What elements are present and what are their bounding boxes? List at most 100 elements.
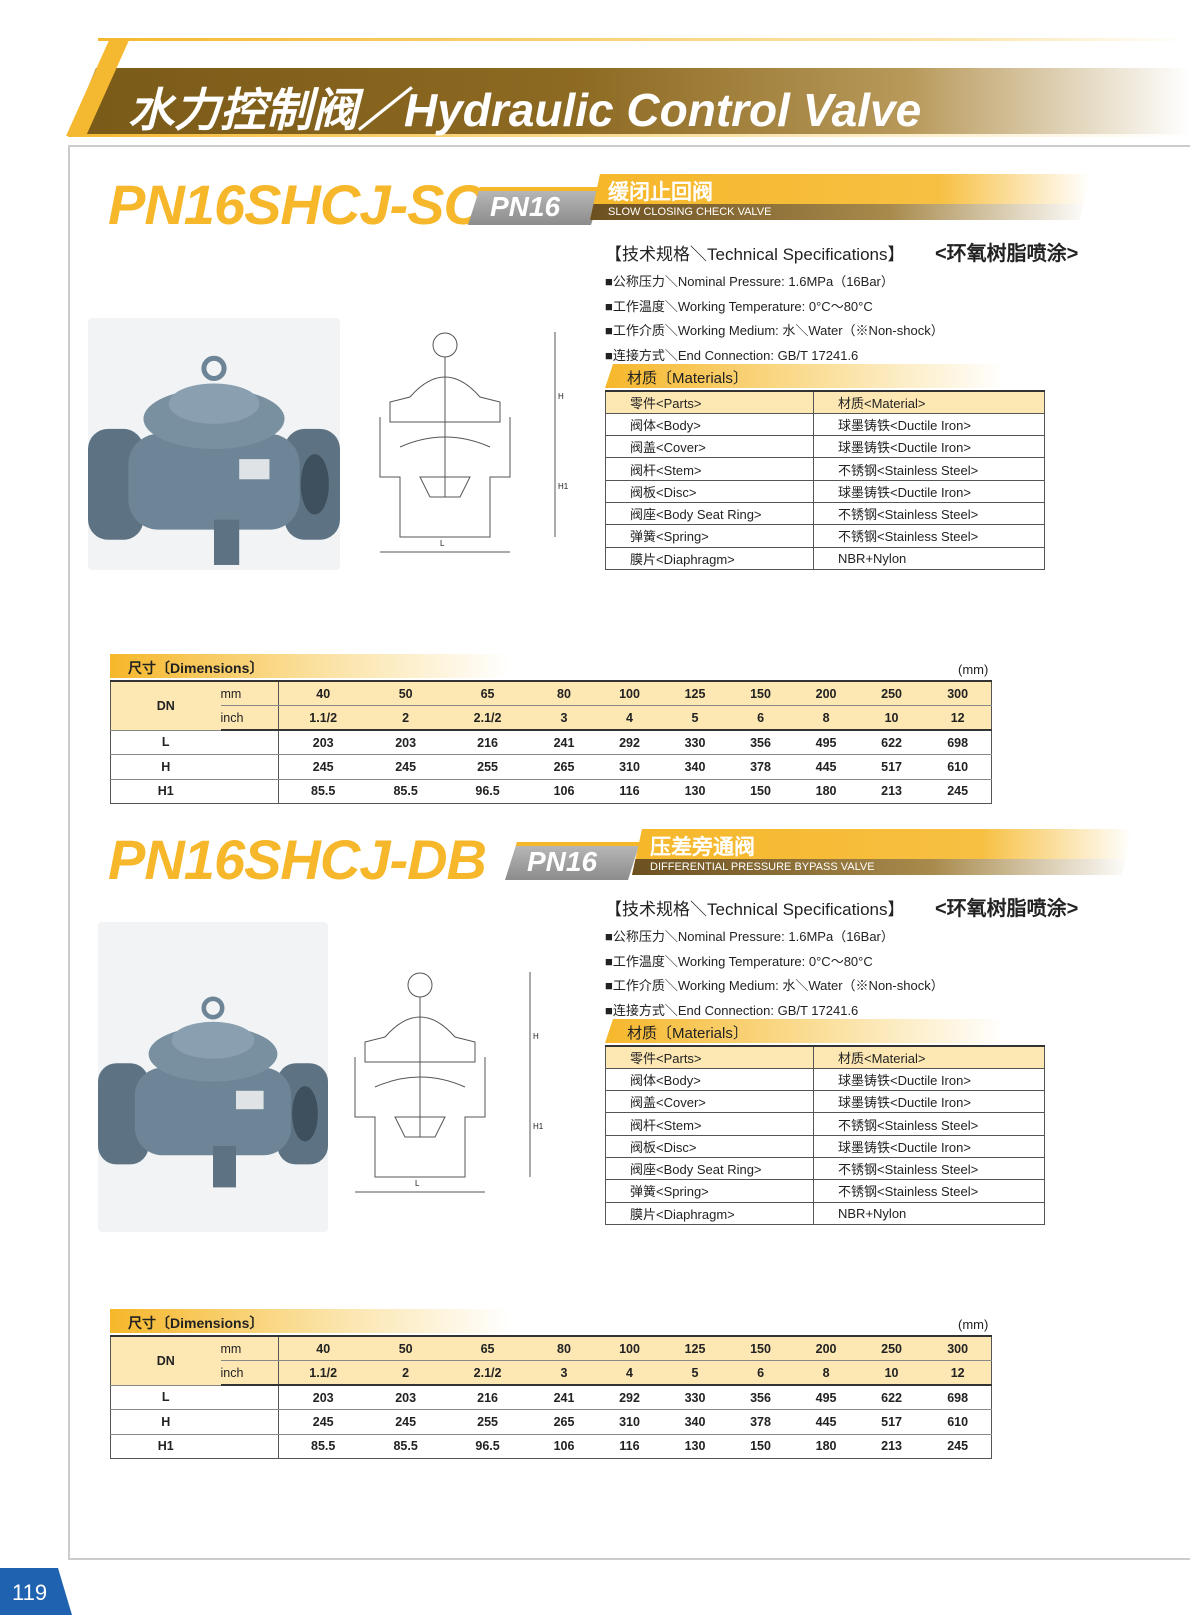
header-bottom-line <box>68 134 1190 137</box>
dimensions-unit: (mm) <box>958 1317 989 1332</box>
dimension-value: 106 <box>531 1434 597 1459</box>
materials-table: 零件<Parts>材质<Material>阀体<Body>球墨铸铁<Ductil… <box>605 1044 1045 1225</box>
dn-inch-value: 8 <box>793 1360 859 1386</box>
dn-inch-value: 5 <box>662 1360 728 1386</box>
inch-label: inch <box>220 1360 279 1386</box>
valve-section-drawing <box>379 332 556 553</box>
dimension-value: 445 <box>793 1409 859 1435</box>
material-cell: 球墨铸铁<Ductile Iron> <box>813 479 1045 503</box>
materials-title: 材质〔Materials〕 <box>605 364 1005 388</box>
part-cell: 弹簧<Spring> <box>605 524 814 548</box>
dimension-value: 610 <box>924 1409 993 1435</box>
dimension-value: 255 <box>443 1409 532 1435</box>
specifications: 【技术规格＼Technical Specifications】<环氧树脂喷涂>■… <box>605 895 1105 1024</box>
mm-label: mm <box>220 1335 279 1361</box>
row-spacer <box>220 1385 279 1410</box>
dimension-value: 130 <box>662 1434 728 1459</box>
dimension-value: 241 <box>531 1385 597 1410</box>
valve-illustration <box>98 996 328 1188</box>
dimension-value: 96.5 <box>443 779 532 804</box>
spec-item: ■连接方式＼End Connection: GB/T 17241.6 <box>605 1002 859 1018</box>
material-cell: 球墨铸铁<Ductile Iron> <box>813 435 1045 459</box>
dimension-value: 698 <box>924 730 993 755</box>
dimension-value: 356 <box>727 1385 794 1410</box>
dimension-value: 356 <box>727 730 794 755</box>
materials-row: 零件<Parts>材质<Material> <box>605 1044 1045 1069</box>
dn-inch-value: 5 <box>662 705 728 731</box>
dimension-value: 85.5 <box>367 1434 444 1459</box>
dn-mm-value: 250 <box>858 1335 925 1361</box>
part-cell: 阀体<Body> <box>605 1067 814 1092</box>
dn-inch-value: 4 <box>596 1360 663 1386</box>
dn-inch-value: 10 <box>858 705 925 731</box>
dn-mm-value: 125 <box>662 1335 728 1361</box>
product-photo <box>88 318 340 570</box>
row-label: L <box>110 1385 221 1410</box>
dn-mm-value: 250 <box>858 680 925 706</box>
materials-table: 零件<Parts>材质<Material>阀体<Body>球墨铸铁<Ductil… <box>605 389 1045 570</box>
dimension-value: 292 <box>596 1385 663 1410</box>
materials-row: 阀盖<Cover>球墨铸铁<Ductile Iron> <box>605 435 1045 459</box>
dn-inch-value: 2.1/2 <box>443 1360 532 1386</box>
dimension-value: 445 <box>793 754 859 780</box>
part-cell: 阀座<Body Seat Ring> <box>605 1156 814 1181</box>
dn-mm-value: 100 <box>596 680 663 706</box>
material-cell: 球墨铸铁<Ductile Iron> <box>813 1067 1045 1092</box>
dimension-value: 698 <box>924 1385 993 1410</box>
row-spacer <box>220 730 279 755</box>
dn-inch-value: 2.1/2 <box>443 705 532 731</box>
dimension-value: 150 <box>727 779 794 804</box>
dn-inch-value: 10 <box>858 1360 925 1386</box>
material-cell: NBR+Nylon <box>813 546 1045 570</box>
dimension-value: 245 <box>278 754 368 780</box>
dn-mm-value: 80 <box>531 1335 597 1361</box>
valve-illustration <box>88 355 340 565</box>
dimension-value: 245 <box>924 779 993 804</box>
dn-inch-value: 4 <box>596 705 663 731</box>
dn-mm-value: 40 <box>278 1335 368 1361</box>
row-spacer <box>220 754 279 780</box>
dimension-value: 495 <box>793 730 859 755</box>
row-spacer <box>220 779 279 804</box>
part-cell: 阀盖<Cover> <box>605 1090 814 1114</box>
material-cell: 不锈钢<Stainless Steel> <box>813 457 1045 481</box>
part-cell: 阀板<Disc> <box>605 1134 814 1158</box>
page-number: 119 <box>0 1568 72 1615</box>
materials-row: 阀板<Disc>球墨铸铁<Ductile Iron> <box>605 479 1045 503</box>
header-band <box>68 68 1190 136</box>
dimension-value: 85.5 <box>367 779 444 804</box>
material-cell: 不锈钢<Stainless Steel> <box>813 501 1045 526</box>
dn-mm-value: 200 <box>793 1335 859 1361</box>
part-cell: 膜片<Diaphragm> <box>605 1201 814 1225</box>
materials-row: 阀板<Disc>球墨铸铁<Ductile Iron> <box>605 1134 1045 1158</box>
coating-label: <环氧树脂喷涂> <box>935 243 1079 265</box>
dimension-value: 180 <box>793 779 859 804</box>
materials-row: 阀座<Body Seat Ring>不锈钢<Stainless Steel> <box>605 501 1045 526</box>
dn-inch-value: 6 <box>727 705 794 731</box>
dimension-value: 517 <box>858 754 925 780</box>
row-spacer <box>220 1409 279 1435</box>
dn-mm-value: 40 <box>278 680 368 706</box>
dn-mm-value: 50 <box>367 1335 444 1361</box>
dimension-value: 610 <box>924 754 993 780</box>
row-label: H <box>110 754 221 780</box>
inch-label: inch <box>220 705 279 731</box>
dn-label: DN <box>110 1335 221 1386</box>
dn-inch-value: 12 <box>924 1360 993 1386</box>
dimension-value: 265 <box>531 754 597 780</box>
dimension-value: 310 <box>596 1409 663 1435</box>
pressure-badge: PN16 <box>505 842 640 880</box>
product-name-en: DIFFERENTIAL PRESSURE BYPASS VALVE <box>632 859 1132 875</box>
dn-mm-value: 65 <box>443 680 532 706</box>
page-title: 水力控制阀／Hydraulic Control Valve <box>128 84 922 136</box>
dimension-value: 517 <box>858 1409 925 1435</box>
dimension-value: 245 <box>924 1434 993 1459</box>
material-cell: 不锈钢<Stainless Steel> <box>813 524 1045 548</box>
